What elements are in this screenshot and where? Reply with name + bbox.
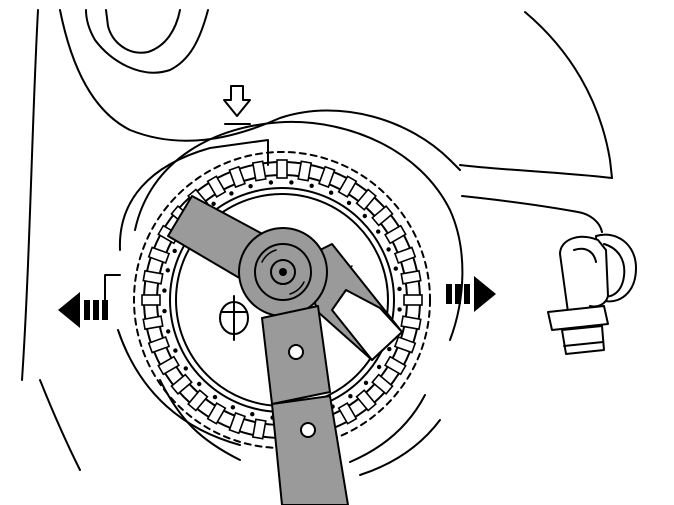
lock-ring-rivet <box>229 191 234 196</box>
lock-ring-tab <box>393 335 417 354</box>
dashed-left-arrow-icon <box>58 292 108 328</box>
lock-ring-rivet <box>397 307 402 312</box>
lock-ring-tab <box>393 246 417 265</box>
lock-ring-tab <box>317 165 336 189</box>
lock-ring-tabs <box>141 159 423 441</box>
lock-ring-tab <box>384 224 407 245</box>
lock-ring-tab <box>400 269 422 285</box>
lock-ring-tab <box>403 294 423 306</box>
lock-ring-rivet <box>348 394 353 399</box>
lock-ring-rivet <box>376 364 382 370</box>
lock-ring-tab <box>276 159 288 179</box>
elbow-fuel-connector <box>547 233 637 355</box>
lock-ring-rivet <box>248 184 253 189</box>
lock-ring-rivet <box>172 248 177 254</box>
lock-ring-tab <box>355 188 377 211</box>
lock-ring-tab <box>206 175 227 198</box>
lock-ring-tab <box>371 205 394 227</box>
lock-ring-rivet <box>211 201 216 206</box>
pump-housing-ring <box>117 120 464 446</box>
lock-ring-rivet <box>397 286 402 292</box>
lock-ring-tab <box>337 402 358 425</box>
lock-ring-rivet <box>362 213 367 219</box>
lock-ring-rivet <box>162 288 167 293</box>
lock-ring-rivet <box>165 268 170 273</box>
lock-ring-rivet <box>346 200 352 206</box>
lock-ring-tab <box>400 315 422 331</box>
lock-ring-rivet <box>183 366 188 371</box>
lock-ring-tab <box>170 373 193 395</box>
lock-ring-rivet <box>309 183 314 188</box>
lock-ring-rivet <box>173 348 178 353</box>
lock-ring-tab <box>206 402 227 425</box>
lock-ring-rivet <box>328 190 334 195</box>
lock-ring-tab <box>157 355 180 376</box>
lock-ring-rivet <box>166 329 171 334</box>
lock-ring-rivet <box>289 180 294 185</box>
lock-ring-rivet <box>197 381 202 387</box>
lock-ring-tab <box>147 335 171 354</box>
lock-ring-tab <box>251 418 267 440</box>
dashed-right-arrow-icon <box>446 276 496 312</box>
lock-ring-rivet <box>387 346 392 352</box>
lock-ring-rivet <box>376 229 381 234</box>
lock-ring-tab <box>337 175 358 198</box>
lock-ring-tab <box>355 389 377 412</box>
lock-ring-rivet <box>162 308 167 314</box>
lock-ring-rivet <box>363 380 369 385</box>
lock-ring-rivet <box>250 412 255 417</box>
lock-ring-tab <box>228 411 247 435</box>
pump-fitting <box>219 295 249 341</box>
lock-ring-tab <box>297 160 313 182</box>
lock-ring-rivet <box>230 405 236 410</box>
lock-ring-tab <box>371 373 394 395</box>
lock-ring-tab <box>187 389 209 412</box>
lock-ring-rivet <box>393 266 398 271</box>
lock-ring-rivet <box>268 180 274 185</box>
lock-ring-rivet <box>386 247 391 252</box>
lock-ring-tab <box>251 160 267 182</box>
lock-ring-tab <box>141 294 161 306</box>
lock-ring-tab <box>384 355 407 376</box>
lock-ring-tab <box>142 269 164 285</box>
lock-ring-rivet <box>212 394 218 400</box>
spanner-tool <box>167 195 403 505</box>
lock-ring-tab <box>228 165 247 189</box>
lock-ring-tab <box>147 246 171 265</box>
hollow-down-arrow-icon <box>223 85 251 125</box>
lock-ring-tab <box>142 315 164 331</box>
